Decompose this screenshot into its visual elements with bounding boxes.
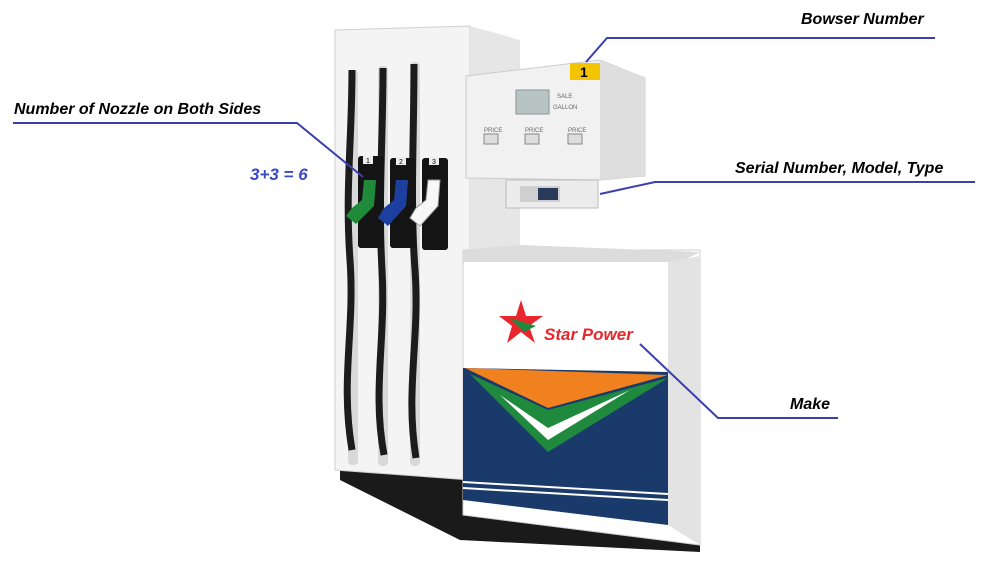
nozzle-number: 2: [399, 159, 403, 166]
nozzle-number-plate: [363, 156, 373, 164]
cabinet-side: [668, 256, 700, 545]
star-swoosh-icon: [510, 318, 536, 332]
bowser-number: 1: [580, 64, 588, 80]
gallon-label: GALLON: [553, 105, 577, 111]
brand-name: Star Power: [544, 325, 633, 344]
price-label: PRICE: [568, 128, 586, 134]
chevron-orange: [465, 368, 668, 408]
nozzle-calc-annotation: 3+3 = 6: [250, 165, 308, 184]
green-nozzle: [346, 180, 376, 224]
serial-leader: [599, 181, 975, 195]
blue-nozzle: [378, 180, 408, 226]
sale-label: SALE: [557, 94, 572, 100]
panel-stripe: [462, 481, 669, 495]
nozzle-count-annotation: Number of Nozzle on Both Sides: [14, 101, 262, 118]
display-head-side: [600, 60, 645, 180]
nozzle-number-plate: [396, 157, 406, 165]
nozzle-number-plate: [429, 157, 439, 165]
chevron-green: [470, 374, 668, 452]
hose: [343, 69, 356, 451]
nozzle-number: 1: [366, 158, 370, 165]
nozzle-number: 3: [432, 159, 436, 166]
bowser-number-badge: [570, 63, 600, 80]
price-label: PRICE: [484, 128, 502, 134]
white-nozzle: [409, 179, 441, 227]
sale-display-window: [515, 89, 550, 115]
bowser-number-annotation: Bowser Number: [801, 11, 924, 28]
hose: [408, 63, 420, 459]
price-window: [524, 133, 540, 145]
nozzle-count-leader: [13, 122, 364, 178]
price-label: PRICE: [525, 128, 543, 134]
serial-annotation: Serial Number, Model, Type: [735, 160, 944, 177]
bowser-number-leader: [585, 37, 935, 63]
cabinet-top: [463, 245, 700, 262]
keypad-buttons: [538, 188, 558, 200]
make-annotation: Make: [790, 396, 831, 413]
panel-stripe: [462, 487, 669, 501]
chevron-white-gap: [500, 390, 630, 440]
hose: [375, 67, 388, 456]
price-window: [567, 133, 583, 145]
price-window: [483, 133, 499, 145]
make-leader: [639, 343, 838, 419]
